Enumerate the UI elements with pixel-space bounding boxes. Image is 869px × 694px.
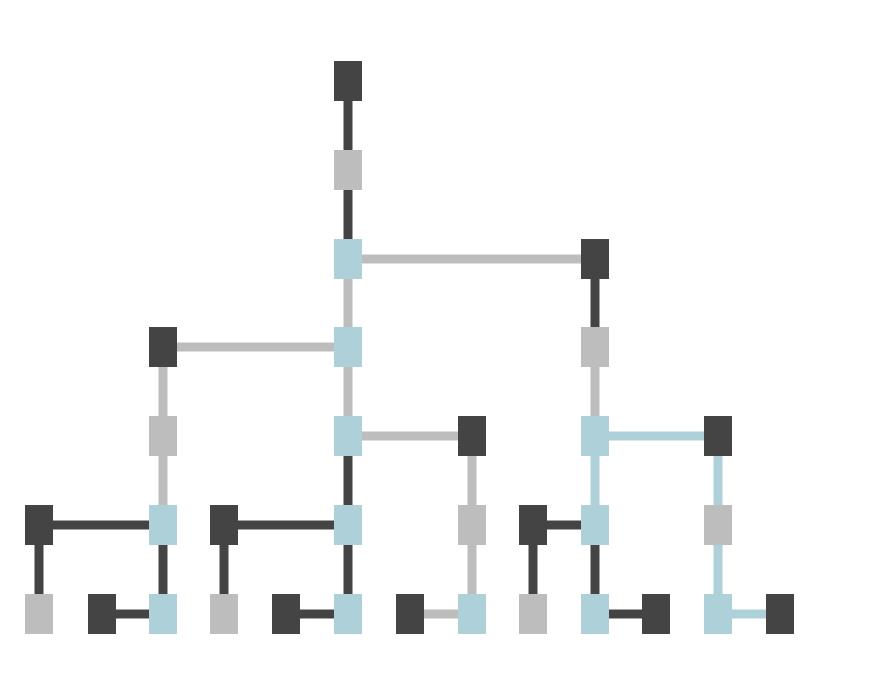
node-n11 [581, 416, 609, 456]
node-n4 [581, 239, 609, 279]
node-n32 [642, 594, 670, 634]
node-n22 [149, 594, 177, 634]
node-n13 [149, 505, 177, 545]
node-n34 [766, 594, 794, 634]
node-n6 [334, 327, 362, 367]
node-n3 [334, 239, 362, 279]
node-n10 [458, 416, 486, 456]
node-n30 [519, 594, 547, 634]
node-n5 [149, 327, 177, 367]
node-n8 [149, 416, 177, 456]
node-n24 [272, 594, 300, 634]
node-n25 [334, 594, 362, 634]
node-n9 [334, 416, 362, 456]
nodes-layer [25, 61, 794, 634]
node-n33 [704, 594, 732, 634]
node-n17 [519, 505, 547, 545]
node-n1 [334, 61, 362, 101]
node-n16 [458, 505, 486, 545]
node-n27 [458, 594, 486, 634]
node-n20 [704, 505, 732, 545]
node-n19 [25, 594, 53, 634]
node-n2 [334, 150, 362, 190]
node-n23 [210, 594, 238, 634]
node-n12b [704, 416, 732, 456]
node-n7 [581, 327, 609, 367]
node-n26 [396, 594, 424, 634]
node-n21 [88, 594, 116, 634]
node-n12 [25, 505, 53, 545]
node-n14 [210, 505, 238, 545]
node-n15 [334, 505, 362, 545]
node-n31 [581, 594, 609, 634]
node-n18 [581, 505, 609, 545]
